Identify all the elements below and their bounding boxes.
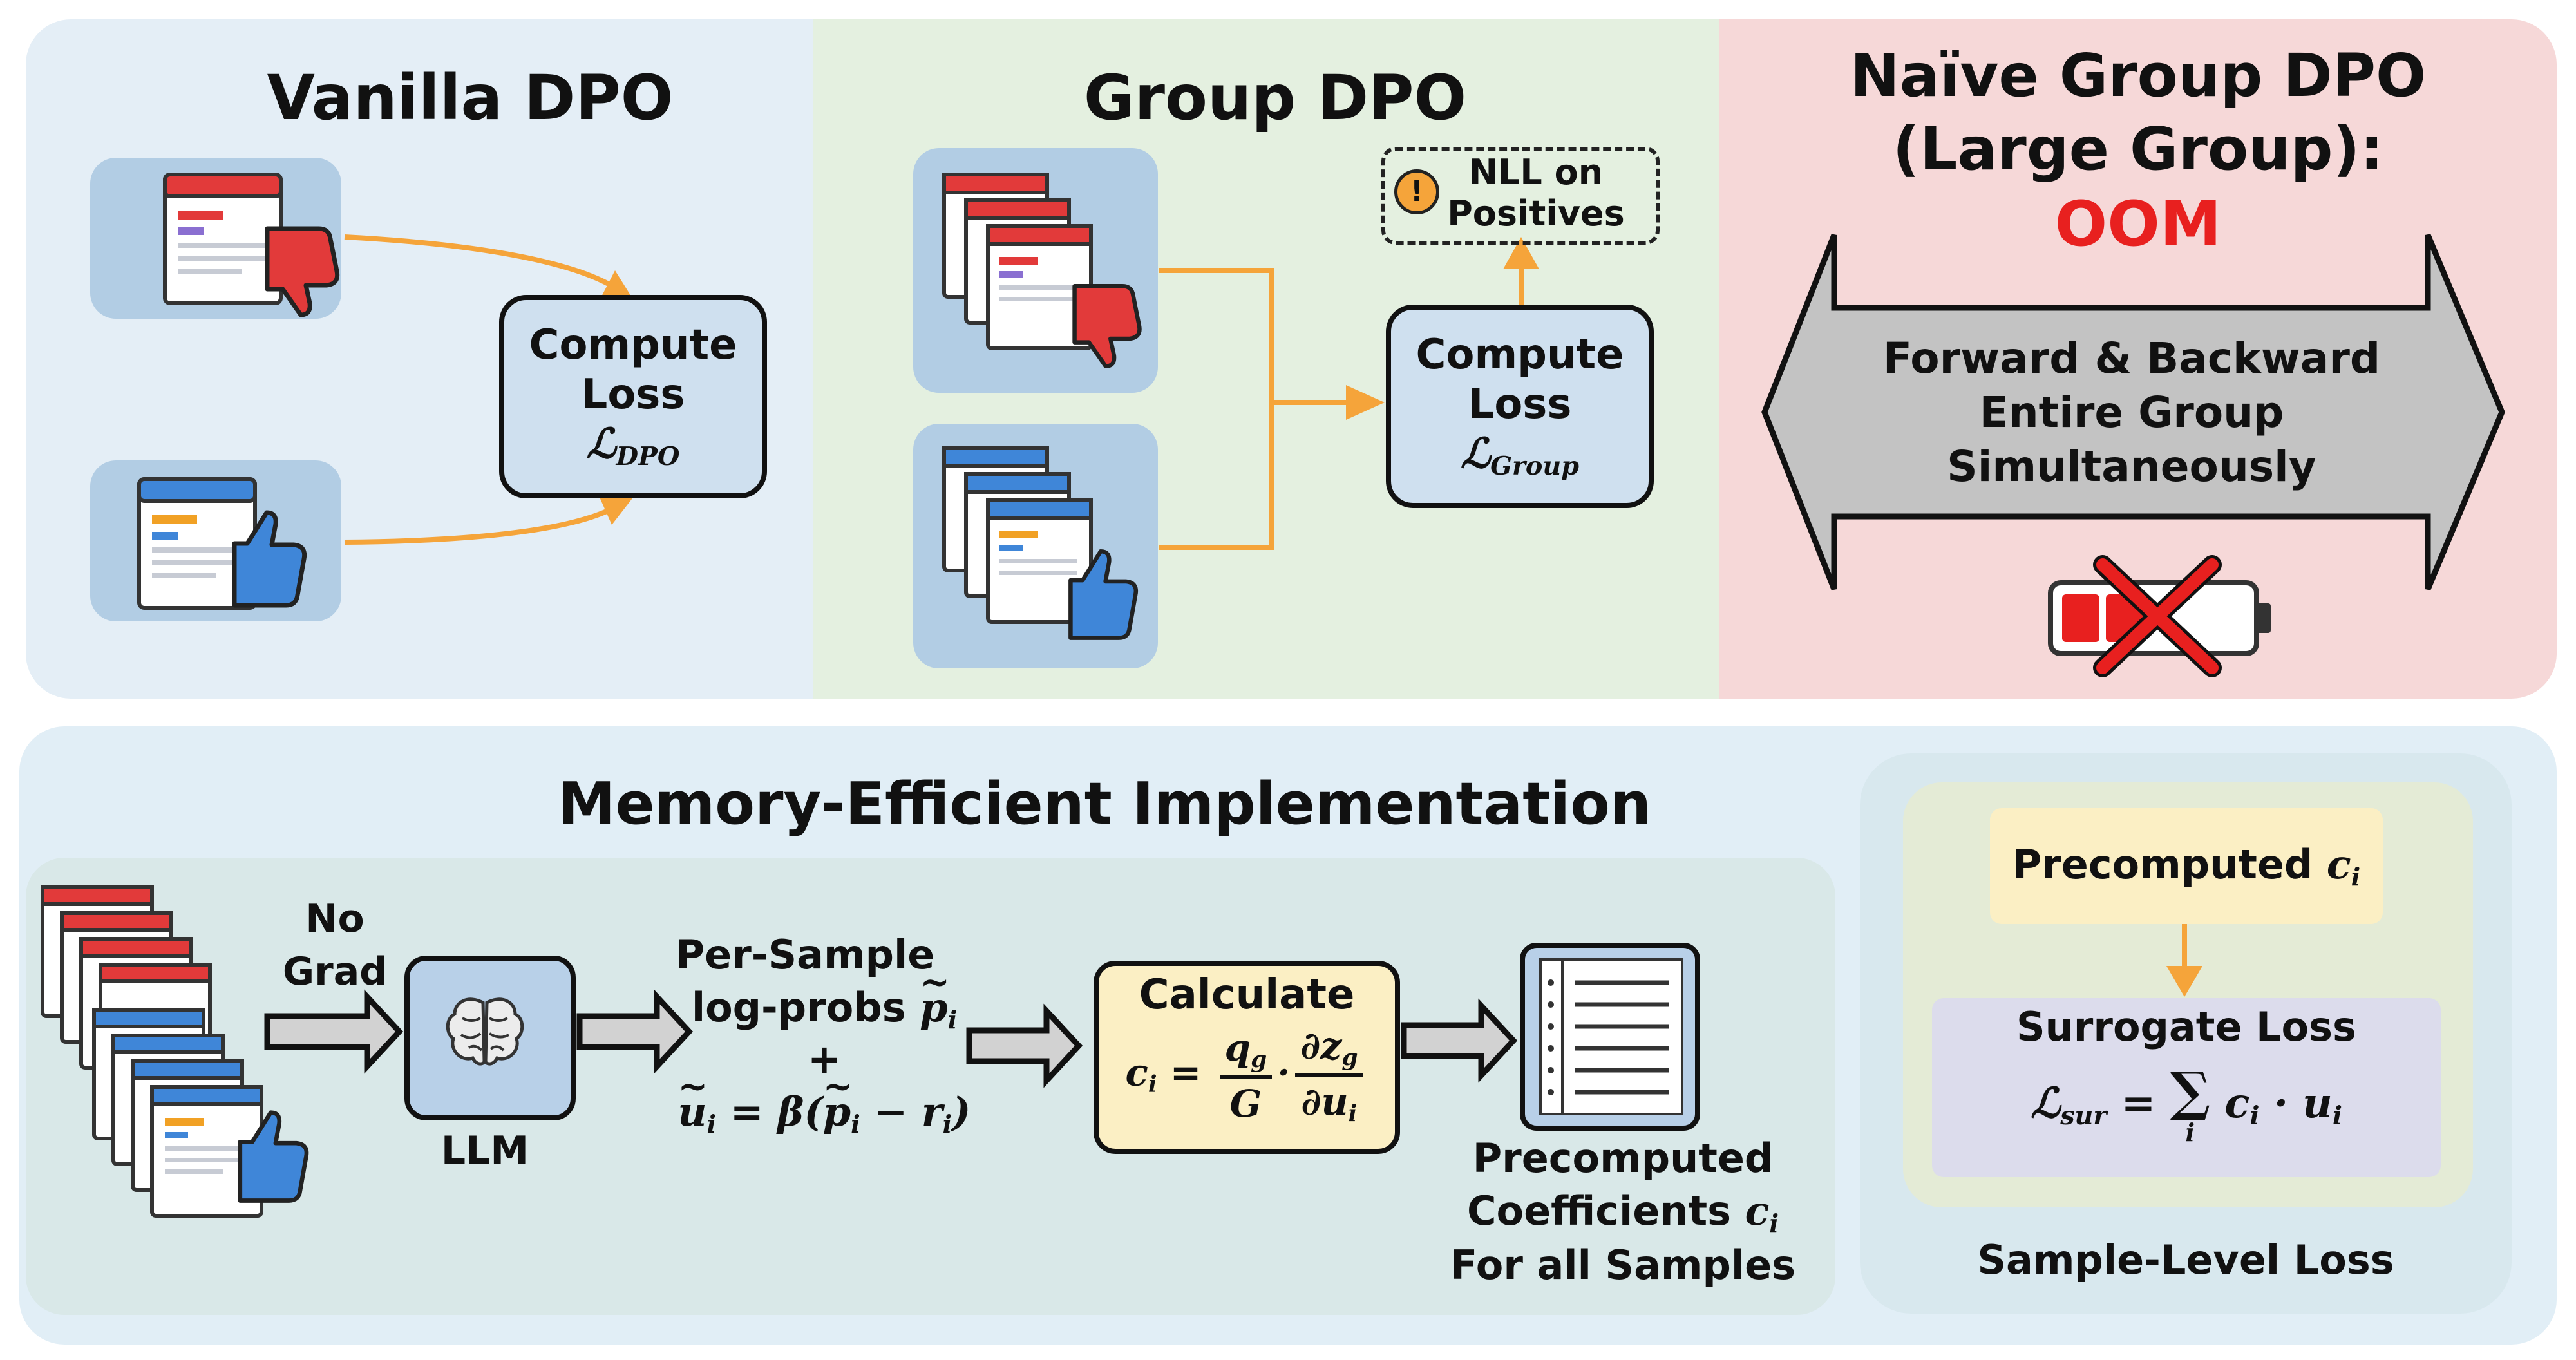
surrogate-loss-formula: ℒsur = ∑i ci · ui <box>2031 1060 2342 1148</box>
nll-positives-box <box>1381 147 1660 245</box>
no-grad-line1: No <box>305 896 365 941</box>
calculate-box <box>1094 961 1400 1154</box>
thumbs-up-icon <box>232 510 307 608</box>
per-sample-line1: Per-Sample <box>675 931 935 978</box>
group-compute-loss-box: Compute Loss ℒGroup <box>1386 305 1654 508</box>
memory-efficient-title: Memory-Efficient Implementation <box>557 770 1652 838</box>
rejected-doc-icon <box>163 173 283 305</box>
thumbs-down-icon <box>265 226 340 317</box>
surrogate-loss-title: Surrogate Loss <box>2016 1003 2356 1050</box>
mixed-docs-stack-icon <box>41 885 309 1218</box>
result-line2: Coefficients ci <box>1467 1187 1779 1238</box>
per-sample-line2: log-probs pi <box>670 961 979 1035</box>
arrow-text-line3: Simultaneously <box>1947 442 2316 491</box>
surrogate-loss-box <box>1932 998 2441 1177</box>
result-line3: For all Samples <box>1450 1242 1796 1289</box>
vanilla-loss-label: Loss <box>581 371 685 419</box>
group-thumbs-down-icon <box>1072 284 1142 368</box>
group-compute-label: Compute <box>1416 331 1624 379</box>
arrow-text-line2: Entire Group <box>1979 388 2284 437</box>
nll-label-line1: NLL on <box>1468 152 1604 193</box>
warning-icon: ! <box>1394 169 1439 214</box>
naive-title-line2: (Large Group): <box>1892 115 2384 184</box>
precomputed-label: Precomputed ci <box>2012 841 2361 892</box>
naive-title-line1: Naïve Group DPO <box>1850 41 2427 110</box>
nll-label-line2: Positives <box>1447 193 1625 234</box>
preferred-group-docs-icon <box>942 446 1093 624</box>
preferred-doc-icon <box>137 477 257 610</box>
vanilla-compute-label: Compute <box>529 321 737 370</box>
coefficients-list-icon <box>1520 943 1700 1131</box>
group-loss-symbol: ℒGroup <box>1461 429 1579 482</box>
precomputed-box <box>1990 808 2383 924</box>
group-loss-label: Loss <box>1468 381 1572 429</box>
no-grad-line2: Grad <box>282 949 388 994</box>
brain-icon <box>446 997 524 1066</box>
rejected-group-docs-icon <box>942 173 1093 350</box>
group-thumbs-up-icon <box>1068 549 1139 640</box>
oom-label: OOM <box>2054 188 2222 260</box>
vanilla-loss-symbol: ℒDPO <box>586 419 680 472</box>
sample-level-caption: Sample-Level Loss <box>1977 1236 2394 1283</box>
llm-label: LLM <box>440 1128 529 1173</box>
calculate-title: Calculate <box>1139 971 1355 1019</box>
dead-battery-icon <box>2048 555 2271 677</box>
u-equation: ui = β(pi − ri) <box>657 1066 992 1139</box>
result-line1: Precomputed <box>1472 1135 1774 1182</box>
arrow-text-line1: Forward & Backward <box>1882 334 2381 383</box>
vanilla-dpo-title: Vanilla DPO <box>267 62 674 134</box>
vanilla-compute-loss-box: Compute Loss ℒDPO <box>499 295 767 498</box>
group-dpo-title: Group DPO <box>1083 62 1467 134</box>
